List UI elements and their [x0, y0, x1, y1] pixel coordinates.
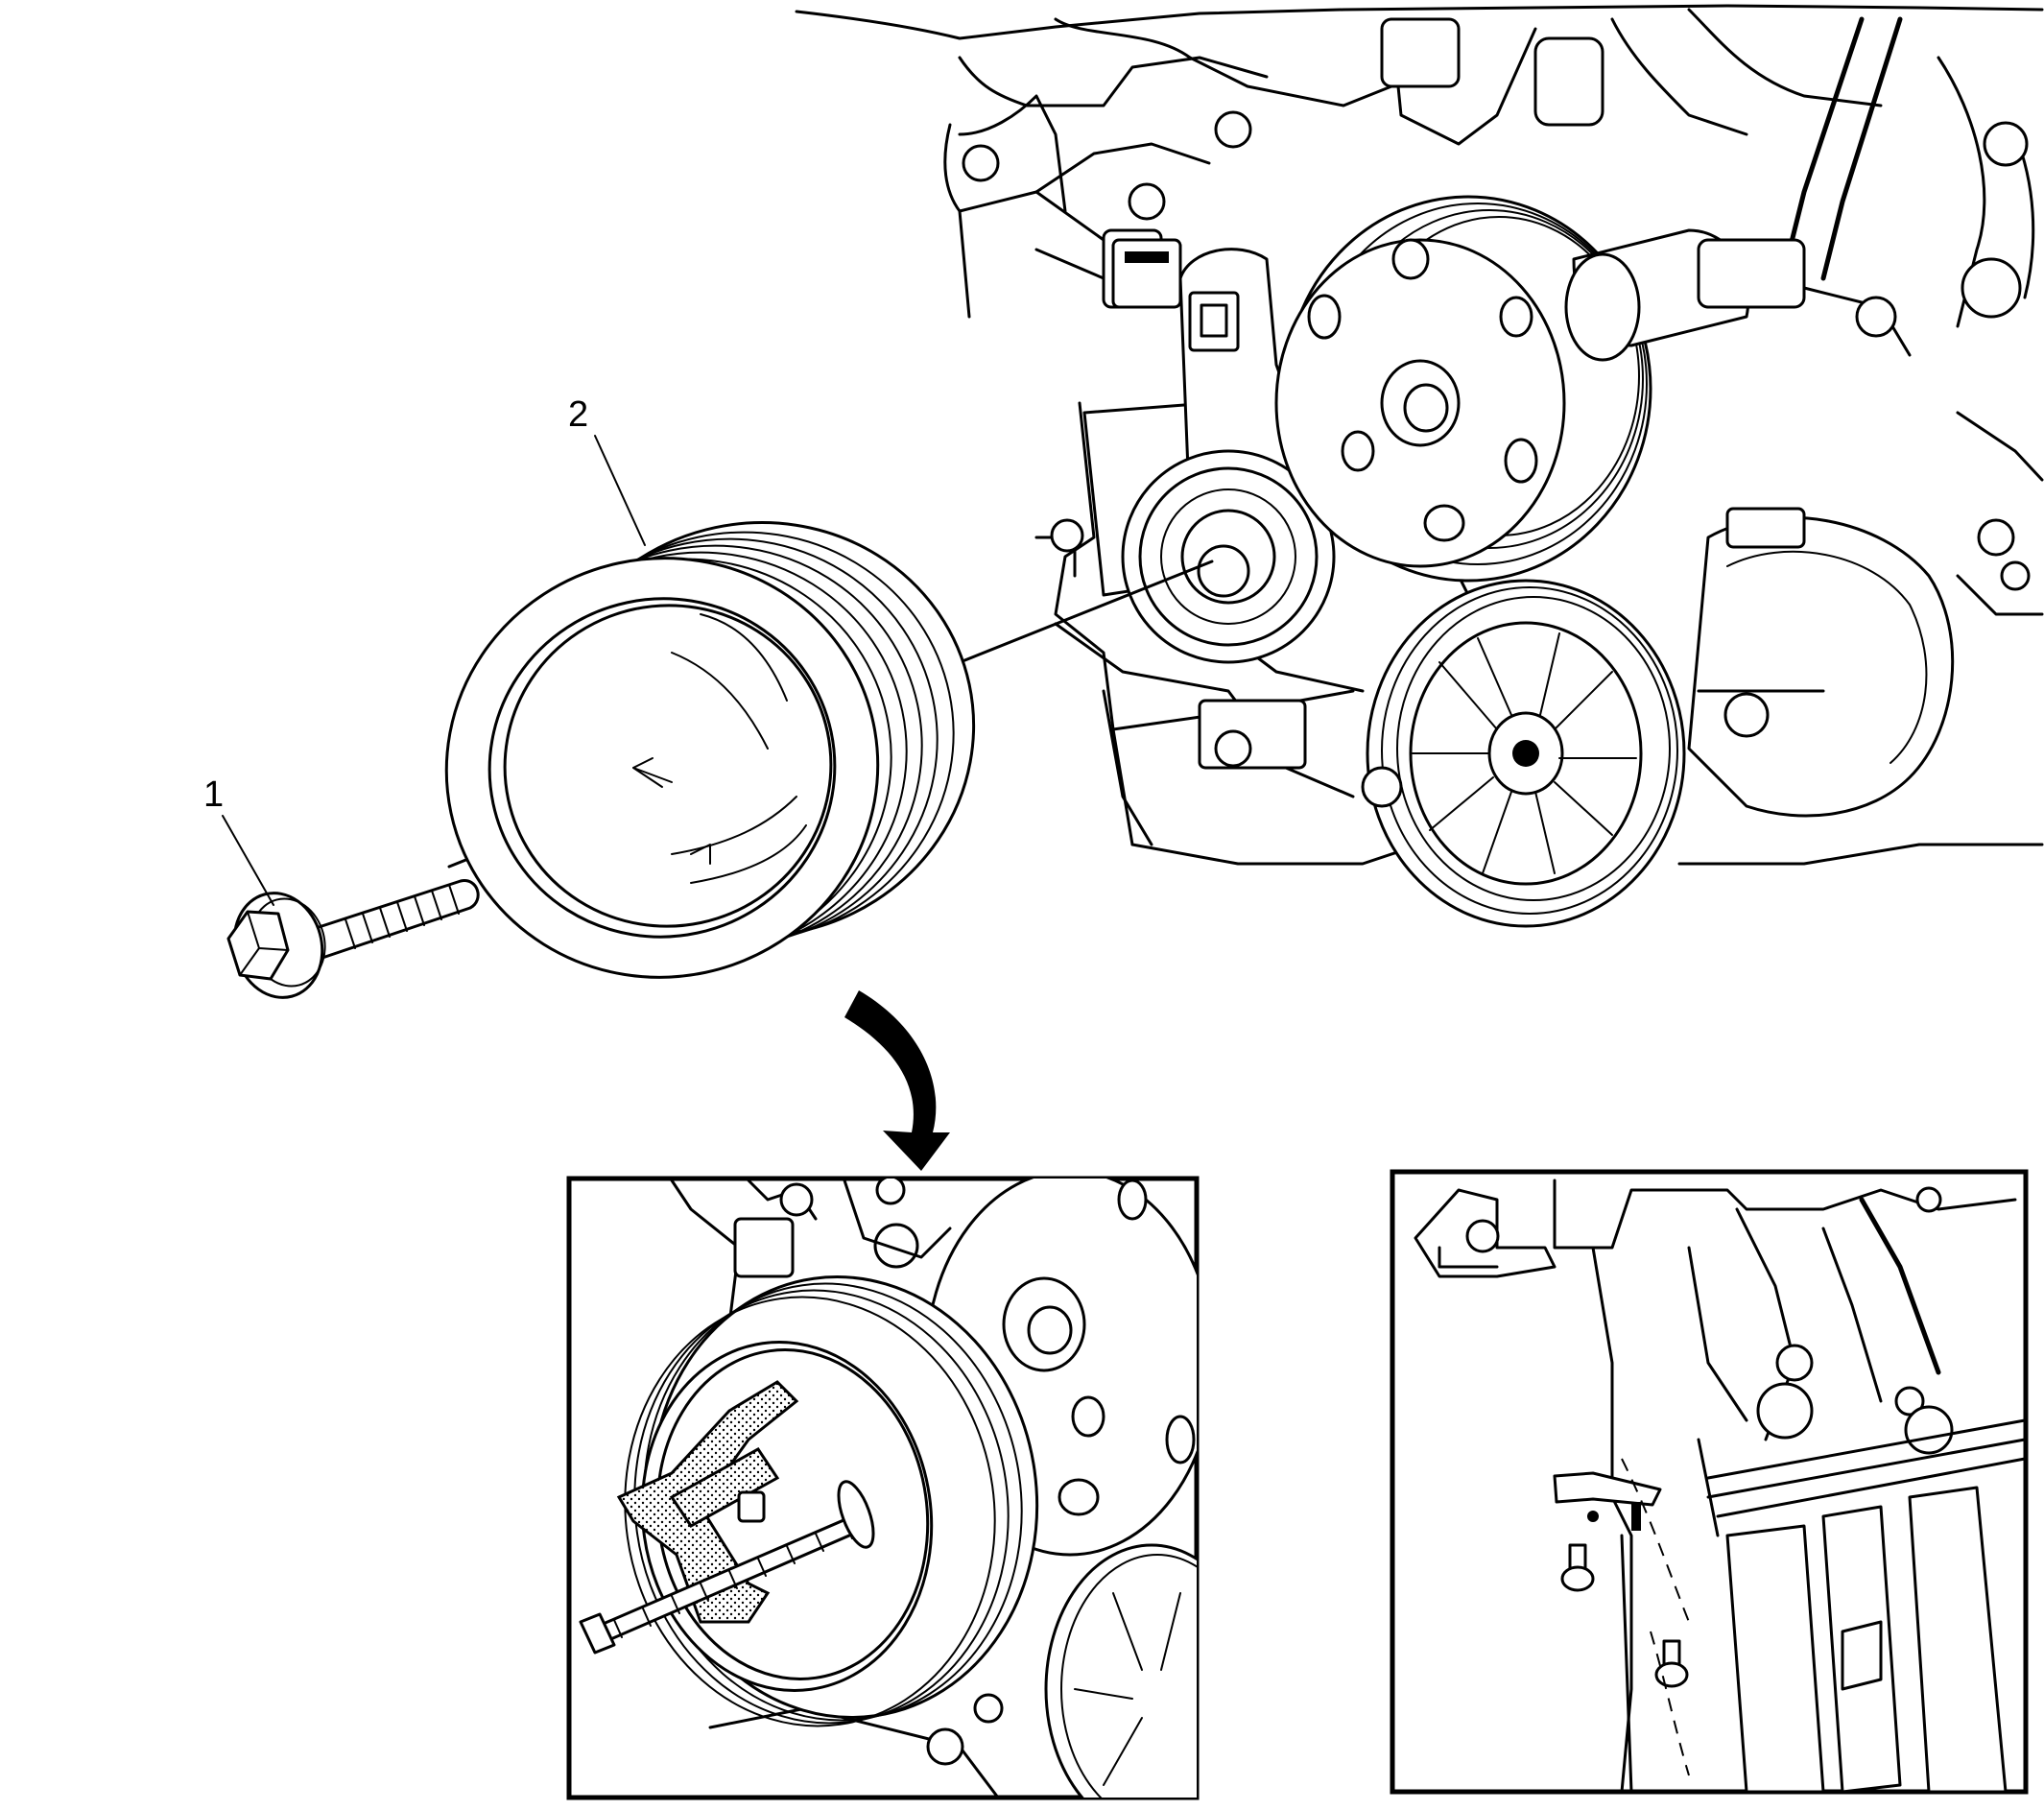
holder-bolts	[1560, 1543, 1689, 1688]
callout-1-leader	[222, 815, 274, 906]
detail-arrow	[844, 990, 950, 1171]
alternator	[1687, 507, 1955, 818]
engine-front-assembly	[795, 4, 2044, 928]
idler-pulley	[1121, 449, 1336, 664]
callout-2-label: 2	[568, 394, 588, 435]
callout-1-label: 1	[203, 774, 224, 815]
balancer-puller-tool	[579, 1380, 875, 1655]
crankshaft-balancer	[444, 521, 976, 979]
accessory-pulley	[1366, 579, 1686, 928]
inset-flywheel-holder-detail	[1390, 1169, 2029, 1795]
balancer-bolt	[226, 879, 480, 999]
inset-puller-detail	[566, 1176, 1200, 1800]
callout-2-leader	[594, 435, 646, 546]
water-pump-pulley	[1274, 195, 1652, 583]
